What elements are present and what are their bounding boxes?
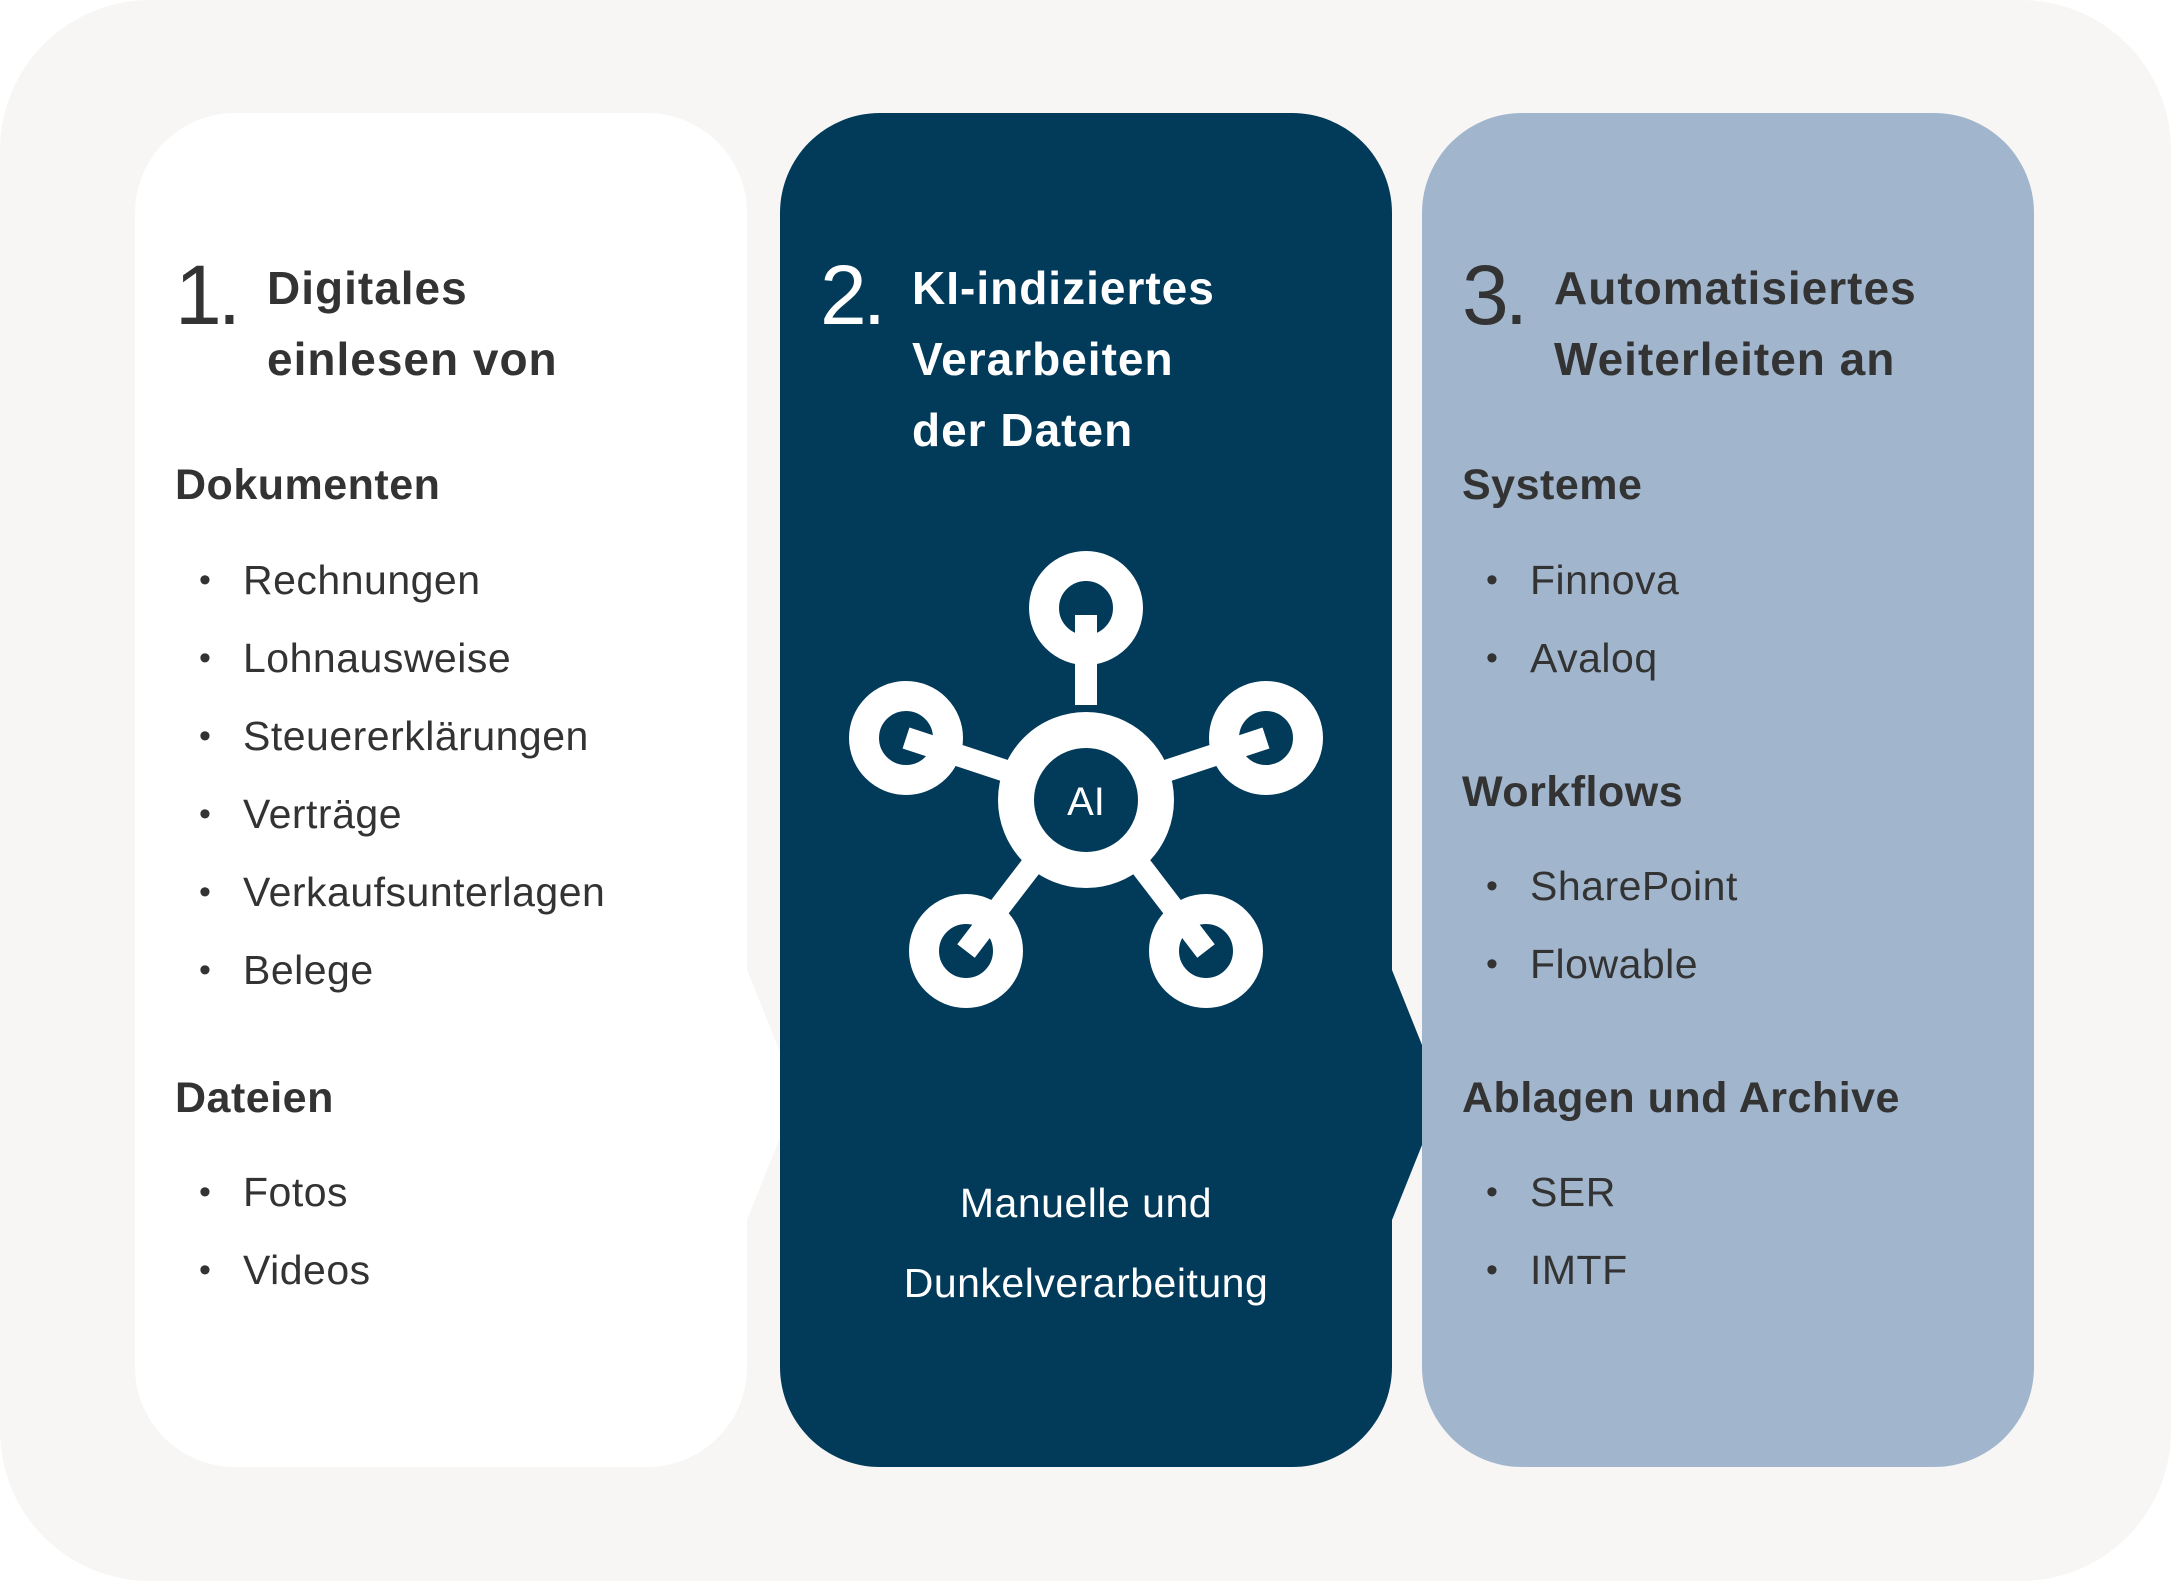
list-item: •Verträge [199,775,605,853]
bullet-icon: • [199,1173,212,1211]
bullet-icon: • [1486,867,1499,905]
bullet-icon: • [1486,639,1499,677]
section-heading-files: Dateien [175,1074,334,1122]
ai-icon-label: AI [1067,780,1105,824]
step-title: KI-indiziertes Verarbeiten der Daten [912,253,1215,466]
bullet-icon: • [1486,945,1499,983]
list-item: •Videos [199,1231,371,1309]
arrow-step1-to-step2 [745,965,797,1225]
step-title-line: der Daten [912,404,1134,456]
step-card-digital-input: 1. Digitales einlesen von Dokumenten •Re… [135,113,747,1467]
step-title-line: Digitales [267,262,468,314]
bullet-icon: • [199,717,212,755]
step-title-line: einlesen von [267,333,558,385]
list-item: •Rechnungen [199,541,605,619]
list-item: •SER [1486,1153,1628,1231]
ai-network-icon: AI [849,551,1323,1008]
step-title-line: Weiterleiten an [1554,333,1896,385]
list-item: •IMTF [1486,1231,1628,1309]
step-number: 1. [175,248,241,342]
section-heading-workflows: Workflows [1462,768,1684,816]
step-number: 3. [1462,248,1528,342]
bullet-icon: • [199,795,212,833]
workflows-list: •SharePoint •Flowable [1486,847,1738,1003]
list-item: •Belege [199,931,605,1009]
step-number: 2. [820,248,886,342]
systems-list: •Finnova •Avaloq [1486,541,1679,697]
step-card-automated-forwarding: 3. Automatisiertes Weiterleiten an Syste… [1422,113,2034,1467]
step-title: Automatisiertes Weiterleiten an [1554,253,1917,395]
bullet-icon: • [199,1251,212,1289]
bullet-icon: • [199,561,212,599]
section-heading-archives: Ablagen und Archive [1462,1074,1900,1122]
list-item: •Verkaufsunterlagen [199,853,605,931]
bullet-icon: • [199,639,212,677]
bullet-icon: • [199,951,212,989]
list-item: •SharePoint [1486,847,1738,925]
bullet-icon: • [1486,1251,1499,1289]
arrow-step2-to-step3 [1390,965,1442,1225]
step-title: Digitales einlesen von [267,253,558,395]
section-heading-systems: Systeme [1462,461,1643,509]
bullet-icon: • [1486,1173,1499,1211]
caption-line: Dunkelverarbeitung [903,1260,1269,1306]
step-title-line: KI-indiziertes [912,262,1215,314]
step-title-line: Automatisiertes [1554,262,1917,314]
bullet-icon: • [1486,561,1499,599]
step-title-line: Verarbeiten [912,333,1174,385]
list-item: •Flowable [1486,925,1738,1003]
list-item: •Fotos [199,1153,371,1231]
caption-line: Manuelle und [959,1180,1213,1226]
archives-list: •SER •IMTF [1486,1153,1628,1309]
files-list: •Fotos •Videos [199,1153,371,1309]
processing-caption: Manuelle und Dunkelverarbeitung [780,1163,1392,1323]
list-item: •Avaloq [1486,619,1679,697]
documents-list: •Rechnungen •Lohnausweise •Steuererkläru… [199,541,605,1009]
section-heading-documents: Dokumenten [175,461,441,509]
list-item: •Lohnausweise [199,619,605,697]
bullet-icon: • [199,873,212,911]
list-item: •Finnova [1486,541,1679,619]
list-item: •Steuererklärungen [199,697,605,775]
step-card-ai-processing: 2. KI-indiziertes Verarbeiten der Daten [780,113,1392,1467]
